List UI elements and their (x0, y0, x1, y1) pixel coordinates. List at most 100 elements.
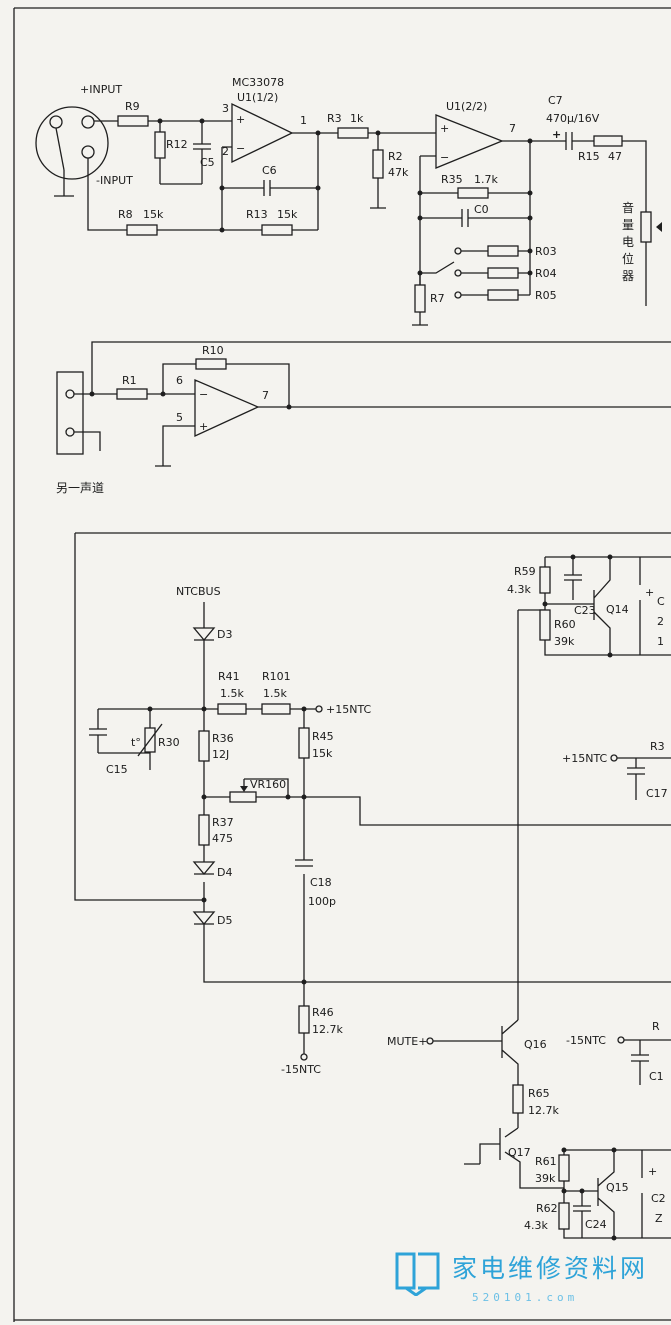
value-r15: 47 (608, 150, 622, 163)
pin-5: 5 (176, 411, 183, 424)
edge-label-c: C (657, 595, 665, 608)
value-r13: 15k (277, 208, 298, 221)
pin-7-ch2: 7 (262, 389, 269, 402)
label-r30: R30 (158, 736, 180, 749)
edge-label-c2: C2 (651, 1192, 666, 1205)
label-r101: R101 (262, 670, 291, 683)
watermark: 家电维修资料网 520101.com (394, 1244, 671, 1314)
svg-text:+: + (199, 420, 208, 433)
label-r3: R3 (327, 112, 342, 125)
value-r41: 1.5k (220, 687, 244, 700)
label-c24: C24 (585, 1218, 607, 1231)
resistor-r62 (558, 1202, 570, 1230)
label-u1a: U1(1/2) (237, 91, 278, 104)
label-r2: R2 (388, 150, 403, 163)
value-r59: 4.3k (507, 583, 531, 596)
resistor-r61 (558, 1154, 570, 1182)
label-c18: C18 (310, 876, 332, 889)
edge-label-1: 1 (657, 635, 664, 648)
label-r8: R8 (118, 208, 133, 221)
label-r05: R05 (535, 289, 557, 302)
label-r12: R12 (166, 138, 188, 151)
svg-text:电: 电 (622, 235, 634, 249)
label-r13: R13 (246, 208, 268, 221)
volume-pot-label: 音 量 电 位 器 (622, 200, 634, 283)
label-r45: R45 (312, 730, 334, 743)
label-r35: R35 (441, 173, 463, 186)
label-minus15ntc-right: -15NTC (566, 1034, 606, 1047)
label-c17-partial: C17 (646, 787, 668, 800)
resistor-r10 (195, 358, 227, 370)
xlr-connector (35, 106, 109, 197)
value-r35: 1.7k (474, 173, 498, 186)
label-r37: R37 (212, 816, 234, 829)
label-c15: C15 (106, 763, 128, 776)
resistor-r1 (116, 388, 148, 400)
svg-text:+: + (648, 1165, 657, 1178)
value-r37: 475 (212, 832, 233, 845)
label-u1b: U1(2/2) (446, 100, 487, 113)
diode-d3 (192, 627, 216, 642)
label-r60: R60 (554, 618, 576, 631)
svg-text:音: 音 (622, 200, 634, 215)
label-r-partial: R (652, 1020, 660, 1033)
opamp-u1b (435, 114, 504, 169)
edge-label-2: 2 (657, 615, 664, 628)
watermark-logo-icon (395, 1252, 440, 1296)
label-r9: R9 (125, 100, 140, 113)
label-c5: C5 (200, 156, 215, 169)
value-c18: 100p (308, 895, 336, 908)
value-r46: 12.7k (312, 1023, 343, 1036)
pin-7-u1b: 7 (509, 122, 516, 135)
resistor-r13 (261, 224, 293, 236)
label-r41: R41 (218, 670, 240, 683)
label-c7: C7 (548, 94, 563, 107)
svg-text:+: + (645, 586, 654, 599)
value-r61: 39k (535, 1172, 556, 1185)
label-c6: C6 (262, 164, 277, 177)
label-d3: D3 (217, 628, 232, 641)
potentiometer-vr160 (229, 791, 257, 803)
diode-d5 (192, 911, 216, 926)
resistor-r3 (337, 127, 369, 139)
label-q15: Q15 (606, 1181, 629, 1194)
label-minus15ntc-bottom: -15NTC (281, 1063, 321, 1076)
svg-text:−: − (236, 142, 245, 155)
resistor-r65 (512, 1084, 524, 1114)
svg-text:−: − (199, 388, 208, 401)
label-vr160: VR160 (250, 778, 286, 791)
resistor-r59 (539, 566, 551, 594)
resistor-r36 (198, 730, 210, 762)
label-d5: D5 (217, 914, 232, 927)
volume-potentiometer (640, 211, 652, 243)
resistor-r03 (487, 245, 519, 257)
label-r10: R10 (202, 344, 224, 357)
label-r62: R62 (536, 1202, 558, 1215)
label-r15: R15 (578, 150, 600, 163)
resistor-r9 (117, 115, 149, 127)
label-d4: D4 (217, 866, 232, 879)
value-r60: 39k (554, 635, 575, 648)
label-plus15ntc-left: +15NTC (326, 703, 372, 716)
value-r65: 12.7k (528, 1104, 559, 1117)
watermark-site-name: 家电维修资料网 (452, 1254, 649, 1283)
pin-1: 1 (300, 114, 307, 127)
value-r36: 12J (212, 748, 229, 761)
label-r61: R61 (535, 1155, 557, 1168)
resistor-r35 (457, 187, 489, 199)
value-r45: 15k (312, 747, 333, 760)
label-r3-partial: R3 (650, 740, 665, 753)
value-r101: 1.5k (263, 687, 287, 700)
resistor-r05 (487, 289, 519, 301)
value-r8: 15k (143, 208, 164, 221)
svg-text:+: + (236, 113, 245, 126)
resistor-r7 (414, 284, 426, 313)
minus-input-label: -INPUT (96, 174, 133, 187)
svg-text:量: 量 (622, 218, 634, 232)
value-r62: 4.3k (524, 1219, 548, 1232)
resistor-r15 (593, 135, 623, 147)
opamp-u1a (231, 102, 294, 164)
label-thermistor: t° (131, 736, 141, 749)
pin-2: 2 (222, 145, 229, 158)
